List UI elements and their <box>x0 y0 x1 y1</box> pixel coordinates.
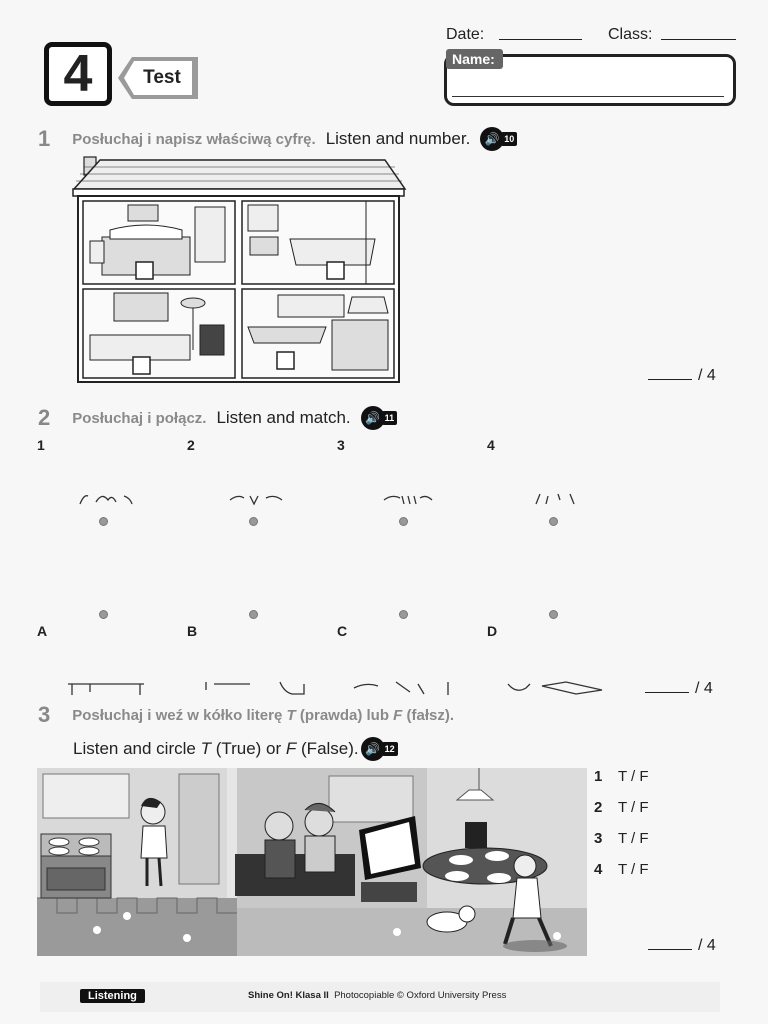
score-blank[interactable] <box>645 692 689 693</box>
footer-copyright: Photocopiable © Oxford University Press <box>334 990 507 1001</box>
footer-section-tag: Listening <box>80 989 145 1003</box>
track-number: 10 <box>501 132 518 146</box>
exercise-3-heading: 3 Posłuchaj i weź w kółko literę T (praw… <box>38 702 454 728</box>
match-label-b: B <box>187 623 198 639</box>
speaker-icon: 🔊 <box>360 737 385 761</box>
family-scene-illustration <box>37 768 587 956</box>
exercise-3-instruction-english: Listen and circle T (True) or F (False).… <box>73 737 398 761</box>
match-dot-top-4[interactable] <box>549 517 558 526</box>
answer-number: 2 <box>594 799 603 816</box>
date-field[interactable] <box>499 39 582 40</box>
match-label-1: 1 <box>37 437 45 453</box>
match-dot-bottom-d[interactable] <box>549 610 558 619</box>
exercise-number: 2 <box>38 405 51 430</box>
score-total: / 4 <box>695 680 713 697</box>
class-label: Class: <box>608 26 653 43</box>
track-number: 11 <box>381 411 398 425</box>
picture-fragment-4 <box>535 493 575 505</box>
match-dot-top-2[interactable] <box>249 517 258 526</box>
match-label-3: 3 <box>337 437 345 453</box>
test-label: Test <box>143 67 181 88</box>
instruction-english: Listen and match. <box>216 408 351 427</box>
picture-fragment-3 <box>383 495 433 505</box>
picture-fragment-2 <box>229 495 283 506</box>
instruction-english: Listen and circle T (True) or F (False). <box>73 739 359 758</box>
match-dot-bottom-c[interactable] <box>399 610 408 619</box>
footer-bar <box>40 982 720 1012</box>
name-label: Name: <box>446 49 503 69</box>
picture-fragment-b <box>205 681 305 695</box>
score-blank[interactable] <box>648 379 692 380</box>
roof <box>72 159 407 190</box>
match-label-2: 2 <box>187 437 195 453</box>
answer-box[interactable] <box>276 351 295 370</box>
match-label-c: C <box>337 623 348 639</box>
unit-number: 4 <box>63 45 93 103</box>
match-dot-bottom-b[interactable] <box>249 610 258 619</box>
picture-fragment-d <box>507 681 603 695</box>
answer-number: 4 <box>594 861 603 878</box>
instruction-english: Listen and number. <box>325 129 471 148</box>
true-false-choice[interactable]: T / F <box>618 861 649 878</box>
answer-row-1: 1 T / F <box>594 768 649 785</box>
match-label-4: 4 <box>487 437 495 453</box>
audio-track[interactable]: 🔊 12 <box>360 737 398 761</box>
exercise-3-score: / 4 <box>648 937 716 955</box>
answer-row-2: 2 T / F <box>594 799 649 816</box>
speaker-icon: 🔊 <box>480 127 505 151</box>
answer-box[interactable] <box>326 261 345 280</box>
score-total: / 4 <box>698 937 716 954</box>
instruction-polish: Posłuchaj i napisz właściwą cyfrę. <box>72 130 316 148</box>
answer-box[interactable] <box>135 261 154 280</box>
answer-box[interactable] <box>132 356 151 375</box>
exercise-number: 1 <box>38 126 51 151</box>
footer-title: Shine On! Klasa II <box>248 990 329 1001</box>
answer-number: 1 <box>594 768 603 785</box>
footer-credit: Shine On! Klasa II Photocopiable © Oxfor… <box>248 990 506 1001</box>
audio-track[interactable]: 🔊 11 <box>360 406 398 430</box>
true-false-choice[interactable]: T / F <box>618 799 649 816</box>
exercise-1-heading: 1 Posłuchaj i napisz właściwą cyfrę. Lis… <box>38 126 518 152</box>
instruction-polish: Posłuchaj i połącz. <box>72 409 207 427</box>
exercise-2-score: / 4 <box>645 680 713 698</box>
exercise-number: 3 <box>38 702 51 727</box>
exercise-2-heading: 2 Posłuchaj i połącz. Listen and match. … <box>38 405 398 431</box>
unit-number-badge: 4 <box>44 42 112 106</box>
exercise-1-score: / 4 <box>648 367 716 385</box>
instruction-polish: Posłuchaj i weź w kółko literę T (prawda… <box>72 706 455 724</box>
audio-track[interactable]: 🔊 10 <box>480 127 518 151</box>
picture-fragment-c <box>353 681 449 695</box>
score-blank[interactable] <box>648 949 692 950</box>
house-illustration <box>72 156 407 383</box>
match-label-a: A <box>37 623 48 639</box>
true-false-choice[interactable]: T / F <box>618 768 649 785</box>
match-dot-top-1[interactable] <box>99 517 108 526</box>
test-tab: Test <box>124 61 192 95</box>
match-dot-top-3[interactable] <box>399 517 408 526</box>
picture-fragment-a <box>68 683 144 695</box>
score-total: / 4 <box>698 367 716 384</box>
speaker-icon: 🔊 <box>360 406 385 430</box>
track-number: 12 <box>381 742 398 756</box>
picture-fragment-1 <box>79 495 133 505</box>
class-field[interactable] <box>661 39 736 40</box>
match-dot-bottom-a[interactable] <box>99 610 108 619</box>
answer-row-3: 3 T / F <box>594 830 649 847</box>
date-label: Date: <box>446 26 485 43</box>
answer-number: 3 <box>594 830 603 847</box>
name-field[interactable] <box>452 96 724 97</box>
match-label-d: D <box>487 623 498 639</box>
true-false-choice[interactable]: T / F <box>618 830 649 847</box>
answer-row-4: 4 T / F <box>594 861 649 878</box>
